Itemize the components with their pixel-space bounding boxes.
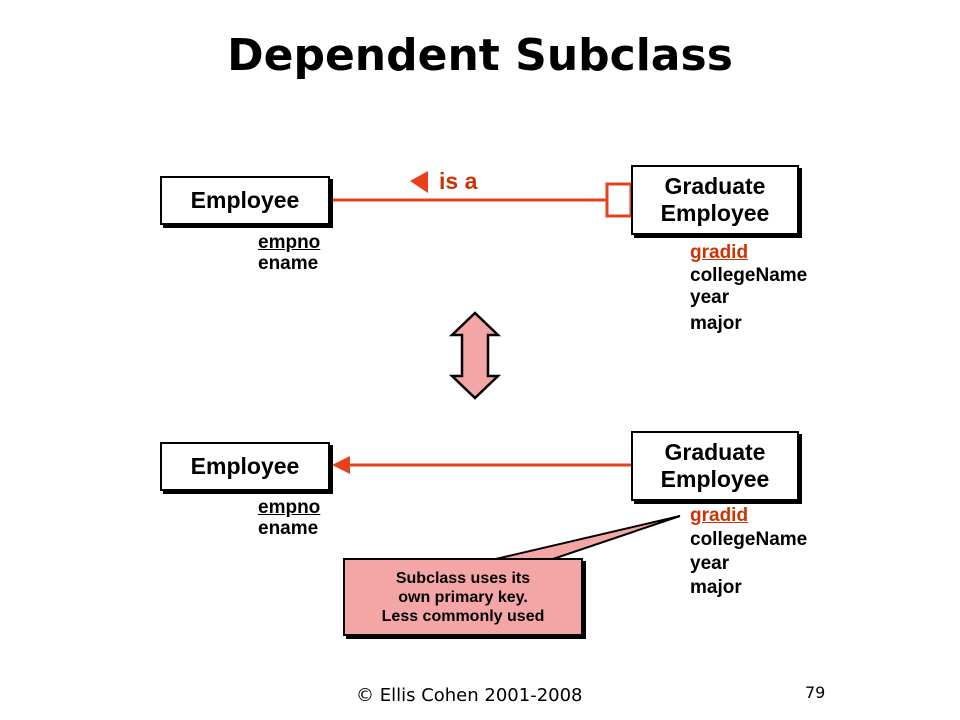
employee-entity-bottom: Employee (160, 442, 330, 491)
graduate-attribute: collegeName (690, 265, 808, 286)
graduate-employee-entity-top: Graduate Employee (631, 165, 799, 235)
foreign-key-arrowhead (332, 456, 350, 474)
graduate-key-attribute: gradid (690, 505, 749, 526)
graduate-key-attribute: gradid (690, 242, 749, 263)
employee-key-attribute: empno (258, 232, 321, 253)
graduate-attributes-top: gradid collegeName year major (690, 240, 807, 337)
employee-entity-label: Employee (190, 187, 300, 213)
graduate-attribute: major (690, 577, 742, 598)
graduate-attribute: collegeName (690, 529, 808, 550)
graduate-label-line1: Graduate (664, 173, 766, 199)
graduate-label-line1: Graduate (664, 439, 766, 465)
page-number: 79 (805, 683, 826, 702)
graduate-label-line2: Employee (660, 200, 770, 226)
copyright-notice: © Ellis Cohen 2001-2008 (356, 685, 583, 706)
graduate-attribute: major (690, 313, 742, 334)
slide-title: Dependent Subclass (227, 30, 733, 81)
graduate-employee-entity-bottom: Graduate Employee (631, 431, 799, 501)
callout-line: Less commonly used (381, 607, 545, 625)
employee-entity-top: Employee (160, 176, 330, 225)
callout-pointer (486, 515, 681, 562)
graduate-attributes-bottom: gradid collegeName year major (690, 504, 807, 600)
employee-attributes-bottom: empno ename (258, 497, 320, 539)
employee-attribute: ename (258, 518, 319, 539)
callout-note: Subclass uses its own primary key. Less … (343, 558, 583, 636)
isa-label: is a (439, 168, 478, 194)
employee-entity-label: Employee (190, 453, 300, 479)
equivalence-double-arrow (448, 311, 502, 400)
isa-direction-triangle (410, 171, 428, 193)
subclass-bracket (605, 182, 633, 218)
employee-attributes-top: empno ename (258, 232, 320, 274)
callout-line: own primary key. (398, 588, 528, 606)
graduate-attribute: year (690, 553, 730, 574)
graduate-attribute: year (690, 287, 730, 308)
employee-attribute: ename (258, 253, 319, 274)
employee-key-attribute: empno (258, 497, 321, 518)
graduate-label-line2: Employee (660, 466, 770, 492)
callout-line: Subclass uses its (395, 569, 531, 587)
